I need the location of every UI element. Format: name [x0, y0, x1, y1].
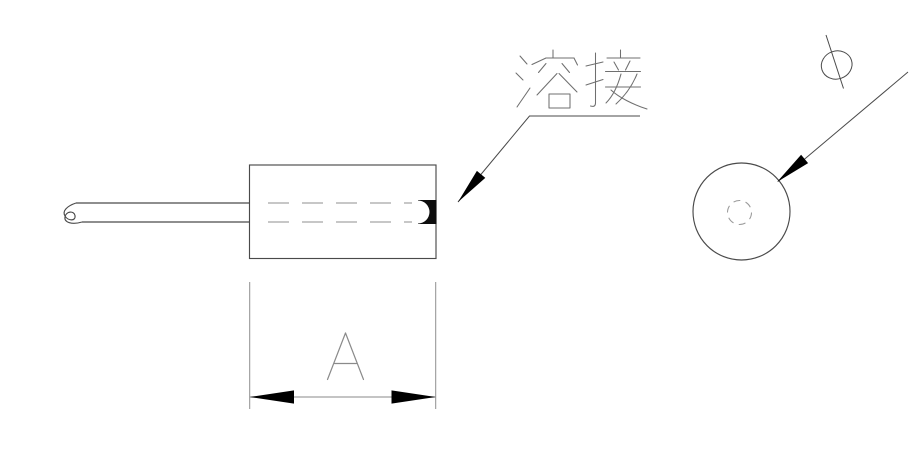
- weld-fill: [418, 200, 437, 224]
- weld-annotation: [457, 49, 648, 203]
- glyph-stroke: [589, 52, 597, 107]
- glyph-stroke: [561, 62, 571, 74]
- glyph-stroke: [613, 61, 620, 71]
- glyph-stroke: [615, 73, 638, 105]
- weld-leader-line: [457, 115, 640, 203]
- diameter-symbol-glyph: [820, 34, 853, 89]
- glyph-stroke: [531, 57, 547, 66]
- glyph-stroke: [585, 78, 604, 86]
- dimension-arrowhead-right: [391, 390, 436, 404]
- side-view: [63, 164, 437, 260]
- dimension-label-glyph: [326, 332, 365, 381]
- glyph-stroke: [558, 72, 578, 93]
- diameter-annotation: [777, 34, 909, 182]
- glyph-stroke: [605, 73, 622, 104]
- weld-label-glyphs: [515, 49, 648, 110]
- rod-break-symbol: [63, 202, 83, 224]
- glyph-stroke: [610, 89, 648, 110]
- diameter-leader-arrowhead: [777, 154, 809, 182]
- dimension-arrowhead-left: [249, 390, 294, 404]
- glyph-stroke: [548, 93, 571, 109]
- weld-leader-arrowhead: [458, 170, 486, 202]
- phi-ellipse: [820, 50, 853, 80]
- glyph-stroke: [515, 72, 524, 81]
- glyph-stroke: [537, 62, 547, 74]
- glyph-stroke: [573, 57, 579, 66]
- glyph-stroke: [326, 332, 347, 381]
- dimension-A: [249, 282, 437, 409]
- glyph-stroke: [585, 61, 604, 67]
- glyph-stroke: [624, 60, 631, 71]
- sleeve-rectangle: [248, 164, 437, 260]
- glyph-stroke: [344, 332, 365, 381]
- glyph-stroke: [536, 72, 558, 96]
- phi-slash: [825, 34, 844, 89]
- glyph-stroke: [516, 87, 531, 108]
- outer-circle: [692, 162, 791, 261]
- glyph-stroke: [519, 55, 528, 65]
- end-view: [692, 162, 791, 261]
- inner-hidden-circle: [726, 199, 753, 226]
